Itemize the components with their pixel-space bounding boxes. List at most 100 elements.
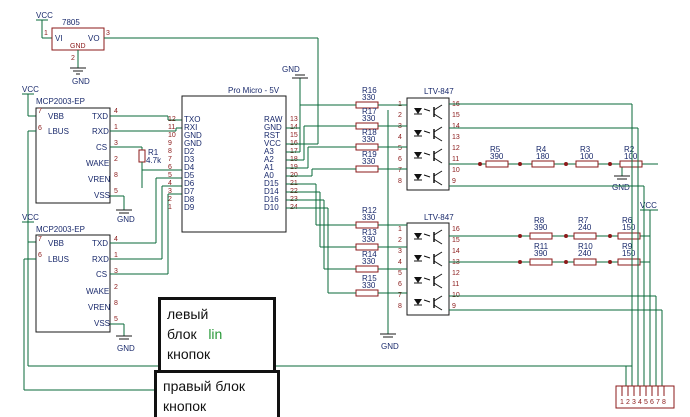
opto-pin-num: 6	[398, 156, 402, 163]
promicro-pin-d9: D9	[184, 203, 195, 212]
svg-text:R1: R1	[148, 148, 159, 157]
promicro-pin-d2: D2	[184, 147, 195, 156]
opto-pin-num: 9	[452, 303, 456, 310]
resistor-value: 330	[362, 114, 376, 123]
svg-text:3: 3	[106, 30, 110, 37]
ladder-resistor-name: R6	[622, 216, 633, 225]
resistor-name: R17	[362, 107, 377, 116]
promicro-pinnum: 9	[168, 140, 172, 147]
svg-text:4: 4	[114, 236, 118, 243]
connector-pin-num: 3	[632, 399, 636, 406]
pro-micro: Pro Micro - 5V TXO12RXI11GND10GND9D28D37…	[168, 65, 319, 233]
opto-gnd: GND	[380, 110, 399, 351]
svg-text:7: 7	[38, 108, 42, 115]
promicro-pin-d3: D3	[184, 155, 195, 164]
ladder-resistor-value: 100	[580, 152, 594, 161]
svg-text:VCC: VCC	[22, 213, 39, 222]
svg-text:LTV-847: LTV-847	[424, 213, 454, 222]
svg-text:GND: GND	[117, 344, 135, 353]
promicro-pinnum: 10	[168, 132, 176, 139]
ladder-resistor-value: 100	[624, 152, 638, 161]
opto-pin-num: 15	[452, 237, 460, 244]
svg-text:WAKE: WAKE	[86, 159, 109, 168]
ladder-resistor-value: 390	[490, 152, 504, 161]
promicro-pin-d8: D8	[184, 195, 195, 204]
opto-pin-num: 15	[452, 112, 460, 119]
opto-pin-num: 2	[398, 112, 402, 119]
ladder-resistor-value: 390	[534, 223, 548, 232]
promicro-pin-d4: D4	[184, 163, 195, 172]
svg-text:5: 5	[114, 316, 118, 323]
promicro-pinnum: 15	[290, 132, 298, 139]
left-note-line3: кнопок	[167, 346, 211, 362]
svg-text:GND: GND	[282, 65, 300, 74]
promicro-pinnum: 2	[168, 196, 172, 203]
opto-pin-num: 5	[398, 145, 402, 152]
promicro-pin-d14: D14	[264, 187, 279, 196]
ladder-resistor-name: R8	[534, 216, 545, 225]
led-icon	[414, 299, 422, 305]
opto-pin-num: 13	[452, 134, 460, 141]
opto-pin-num: 2	[398, 237, 402, 244]
connector-pin-num: 8	[662, 399, 666, 406]
svg-text:5: 5	[114, 188, 118, 195]
svg-text:VO: VO	[88, 34, 100, 43]
mcp2003-top: VCC MCP2003-EP VBB LBUS TXD RXD CS WAKE …	[22, 85, 632, 367]
resistor-name: R12	[362, 206, 377, 215]
led-icon	[414, 255, 422, 261]
promicro-pinnum: 12	[168, 116, 176, 123]
promicro-pin-d10: D10	[264, 203, 279, 212]
svg-text:8: 8	[114, 300, 118, 307]
resistor-symbol	[575, 160, 599, 168]
connector-bus	[449, 103, 663, 386]
svg-text:2: 2	[114, 156, 118, 163]
resistor-symbol	[619, 160, 643, 168]
svg-text:1: 1	[114, 252, 118, 259]
ladder-resistor-name: R2	[624, 145, 635, 154]
promicro-pinnum: 13	[290, 116, 298, 123]
promicro-pin-txo: TXO	[184, 115, 200, 124]
promicro-pinnum: 1	[168, 204, 172, 211]
resistor-symbol	[531, 160, 555, 168]
lin-label: lin	[208, 326, 223, 342]
resistor-symbol	[617, 258, 641, 266]
svg-text:RXD: RXD	[92, 127, 109, 136]
promicro-pin-gnd: GND	[184, 139, 202, 148]
input-resistors: R16330R17330R18330R19330R12330R13330R143…	[286, 86, 407, 297]
promicro-pin-gnd: GND	[184, 131, 202, 140]
opto-pin-num: 9	[452, 178, 456, 185]
svg-text:RXD: RXD	[92, 255, 109, 264]
svg-text:VCC: VCC	[22, 85, 39, 94]
connector-pin-num: 4	[638, 399, 642, 406]
connector-pin-num: 7	[656, 399, 660, 406]
resistor-value: 330	[362, 281, 376, 290]
svg-text:4.7k: 4.7k	[146, 156, 162, 165]
opto-pin-num: 5	[398, 270, 402, 277]
promicro-pinnum: 8	[168, 148, 172, 155]
resistor-name: R15	[362, 274, 377, 283]
ladder-resistor-name: R3	[580, 145, 591, 154]
left-button-block-note: левый блок lin кнопок	[158, 297, 276, 373]
opto-pin-num: 7	[398, 167, 402, 174]
resistor-symbol	[573, 258, 597, 266]
promicro-pin-a3: A3	[264, 147, 274, 156]
resistor-name: R16	[362, 86, 377, 95]
resistor-value: 330	[362, 235, 376, 244]
opto-pin-num: 12	[452, 145, 460, 152]
led-icon	[414, 174, 422, 180]
regulator-name: 7805	[62, 18, 80, 27]
resistor-value: 330	[362, 157, 376, 166]
resistor-symbol	[529, 258, 553, 266]
ladder-resistor-name: R9	[622, 242, 633, 251]
left-note-line2: блок	[167, 326, 197, 342]
opto-pin-num: 11	[452, 156, 459, 163]
promicro-pin-d16: D16	[264, 195, 279, 204]
resistor-value: 330	[362, 93, 376, 102]
promicro-pin-d6: D6	[184, 179, 195, 188]
svg-text:GND: GND	[70, 43, 86, 50]
svg-text:GND: GND	[612, 183, 630, 192]
connector-pin-num: 6	[650, 399, 654, 406]
